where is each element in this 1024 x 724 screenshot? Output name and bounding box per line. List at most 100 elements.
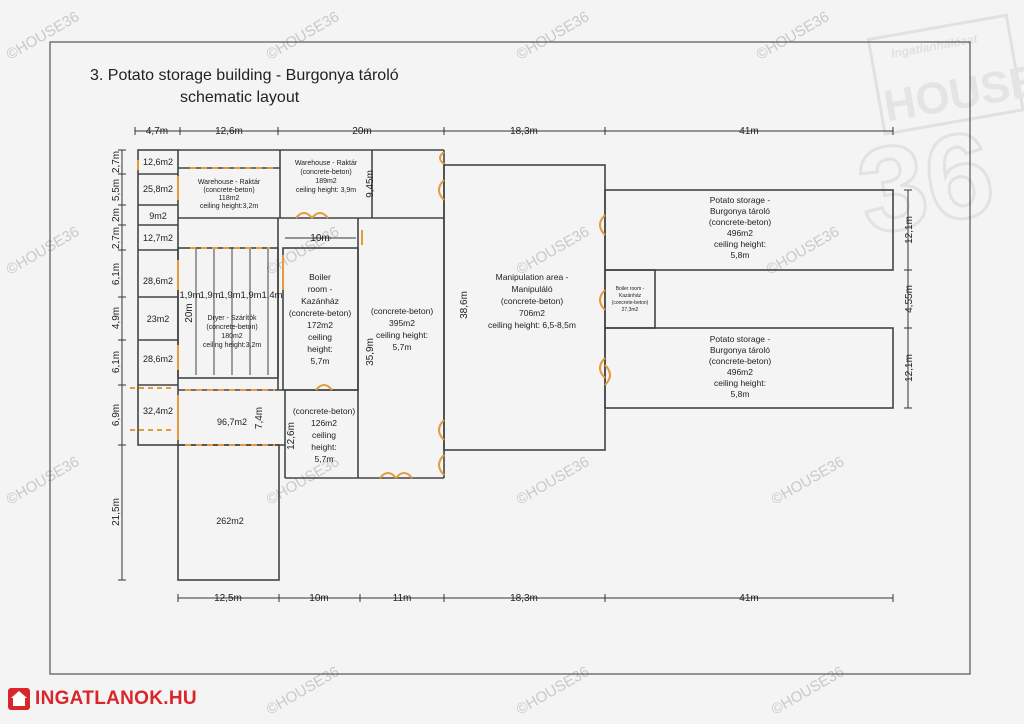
dim-label: 1,4m [261,290,282,301]
room-text: Boiler [309,272,331,282]
dim-label: 6,9m [111,404,122,426]
room-text: Manipulation area - [496,272,569,282]
room-text: (concrete-beton) [709,217,772,227]
watermark: ©HOUSE36 [264,223,343,278]
dim-label: 6,1m [111,351,122,373]
room-area: 28,6m2 [143,276,173,286]
dim-label: 1,9m [179,290,200,301]
inner-dimensions: 10m 9,45m 35,9m 38,6m 7,4m 12,6m 20m 1,9… [179,170,470,450]
room-text: 118m2 [219,195,240,202]
room-text: (concrete-beton) [203,187,254,194]
room-text: 126m2 [311,418,337,428]
room-text: height: [307,344,333,354]
room-text: (concrete-beton) [709,356,772,366]
dim-label: 35,9m [365,338,376,366]
dim-label: 2,7m [111,227,122,249]
room-text: 5,7m [315,454,334,464]
room-text: height: [311,442,337,452]
room-text: Kazánház [301,296,339,306]
room-text: ceiling height:3,2m [200,203,259,210]
room-text: (concrete-beton) [300,169,351,176]
room-text: Kazánház [619,293,642,299]
room-area: 12,6m2 [143,157,173,167]
dim-label: 10m [310,233,329,244]
dim-label: 4,9m [111,307,122,329]
dim-label: 11m [393,593,412,604]
room-text: ceiling height: [714,378,766,388]
room-text: (concrete-beton) [501,296,564,306]
ingatlanok-brand[interactable]: INGATLANOK.HU [8,686,197,712]
dim-label: 12,6m [215,126,243,137]
room-area: 32,4m2 [143,406,173,416]
room-text: (concrete-beton) [371,306,434,316]
room-labels: 12,6m2 25,8m2 9m2 12,7m2 28,6m2 23m2 28,… [143,157,771,526]
dim-label: 12,5m [214,593,242,604]
brand-text: INGATLANOK.HU [35,688,197,709]
plan-title: 3. Potato storage building - Burgonya tá… [90,67,399,84]
dim-label: 7,4m [254,407,265,429]
room-text: Potato storage - [710,334,771,344]
room-text: Burgonya tároló [710,206,770,216]
top-dimensions: 4,7m 12,6m 20m 18,3m 41m [146,126,759,137]
watermark: ©HOUSE36 [4,453,83,508]
room-text: 496m2 [727,367,753,377]
dim-label: 41m [739,126,758,137]
watermark: ©HOUSE36 [754,8,833,63]
house36-logo: Ingatlanhálózat HOUSE 36 [847,13,1024,262]
left-dimensions: 2,7m 5,5m 2m 2,7m 6,1m 4,9m 6,1m 6,9m 21… [111,151,122,526]
dimension-lines [118,127,912,602]
plan-subtitle: schematic layout [180,89,300,106]
dim-label: 38,6m [459,291,470,319]
room-text: (concrete-beton) [206,324,257,331]
room-area: 23m2 [147,314,170,324]
dim-label: 20m [352,126,371,137]
room-text: (concrete-beton) [293,406,356,416]
walls [137,149,894,581]
room-text: 180m2 [221,333,243,340]
room-area: 9m2 [149,211,167,221]
dim-label: 12,1m [904,354,915,382]
dim-label: 10m [309,593,328,604]
logo-text: Ingatlanhálózat [890,32,979,61]
room-text: ceiling height:3,2m [203,342,262,349]
room-text: 189m2 [315,178,337,185]
logo-text: 36 [849,105,1004,260]
room-text: Burgonya tároló [710,345,770,355]
dim-label: 1,9m [199,290,220,301]
watermark: ©HOUSE36 [4,8,83,63]
dim-label: 9,45m [365,170,376,198]
room-area: 96,7m2 [217,417,247,427]
dim-label: 6,1m [111,263,122,285]
room-text: 5,7m [393,342,412,352]
room-text: 496m2 [727,228,753,238]
dim-label: 18,3m [510,126,538,137]
room-text: Warehouse - Raktár [295,160,358,167]
dim-label: 21,5m [111,498,122,526]
room-text: (concrete-beton) [612,300,649,306]
dim-label: 4,7m [146,126,168,137]
house-icon [8,688,30,710]
dim-label: 12,1m [904,216,915,244]
sheet-frame [49,41,971,675]
room-text: ceiling height: 6,5-8,5m [488,320,576,330]
watermark: ©HOUSE36 [514,223,593,278]
room-text: Potato storage - [710,195,771,205]
room-text: 5,8m [731,389,750,399]
dim-label: 2m [111,208,122,222]
bottom-dimensions: 12,5m 10m 11m 18,3m 41m [214,593,759,604]
room-area: 25,8m2 [143,184,173,194]
room-text: Dryer - Szárítók [207,315,257,322]
watermark: ©HOUSE36 [514,453,593,508]
room-text: ceiling height: 3,9m [296,187,356,194]
room-text: Warehouse - Raktár [198,179,261,186]
room-text: 5,8m [731,250,750,260]
watermark: ©HOUSE36 [514,663,593,718]
dim-label: 2,7m [111,151,122,173]
watermark: ©HOUSE36 [769,453,848,508]
room-text: ceiling height: [714,239,766,249]
dim-label: 20m [184,303,195,322]
right-dimensions: 12,1m 4,55m 12,1m [904,216,915,382]
room-text: 5,7m [311,356,330,366]
